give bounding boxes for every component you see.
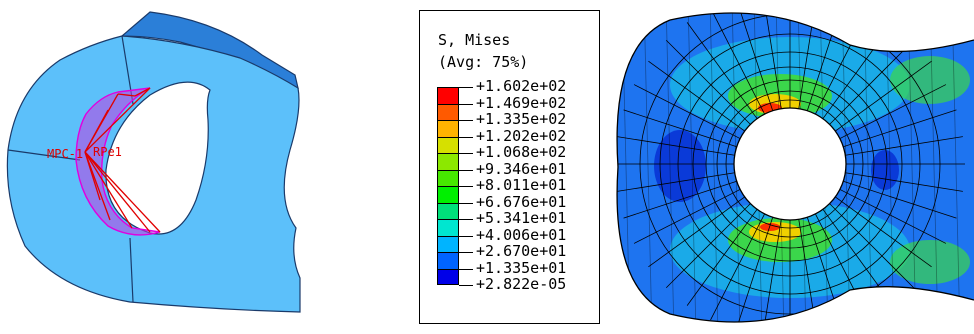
legend-subtitle: (Avg: 75%) xyxy=(438,53,529,71)
legend-value-label: +2.670e+01 xyxy=(476,242,567,260)
legend-swatch xyxy=(437,202,459,219)
legend-value-label: +1.068e+02 xyxy=(476,143,567,161)
legend-swatch xyxy=(437,169,459,186)
stress-contour-view[interactable] xyxy=(600,0,974,334)
legend-swatch xyxy=(437,120,459,137)
legend-swatch xyxy=(437,252,459,269)
legend-tick xyxy=(459,103,473,105)
legend-value-label: +1.335e+01 xyxy=(476,258,567,277)
legend-swatch xyxy=(437,103,459,120)
contour-legend: S, Mises (Avg: 75%) +1.602e+02+1.469e+02… xyxy=(419,10,600,324)
legend-swatch xyxy=(437,87,459,104)
mesh-lines xyxy=(617,12,974,323)
legend-tick xyxy=(459,153,473,154)
legend-tick xyxy=(459,186,473,187)
legend-value-label: +1.469e+02 xyxy=(476,93,567,112)
contour-mid-right xyxy=(890,56,970,104)
legend-tick xyxy=(459,219,473,220)
legend-value-label: +1.602e+02 xyxy=(476,77,567,95)
mpc-tie-lines xyxy=(84,87,161,233)
legend-color-bar xyxy=(437,87,459,285)
legend-swatch xyxy=(437,235,459,252)
legend-swatch xyxy=(437,268,459,285)
legend-value-label: +5.341e+01 xyxy=(476,209,567,227)
legend-tick xyxy=(459,252,473,253)
legend-tick xyxy=(459,87,473,88)
legend-tick xyxy=(459,120,473,121)
legend-value-label: +4.006e+01 xyxy=(476,225,567,244)
contour-low-left xyxy=(654,130,706,202)
partition-line xyxy=(129,237,134,303)
part-constraint-view[interactable]: MPC-1 RPe1 xyxy=(0,0,330,334)
legend-tick xyxy=(459,202,473,204)
legend-tick xyxy=(459,136,473,138)
mpc-label: MPC-1 xyxy=(47,147,83,161)
legend-value-label: +8.011e+01 xyxy=(476,176,567,194)
contour-peak-bottom xyxy=(760,223,780,231)
hole-edge xyxy=(733,107,847,221)
partition-line xyxy=(7,149,81,161)
legend-value-label: +1.335e+02 xyxy=(476,110,567,128)
legend-tick xyxy=(459,268,473,270)
legend-value-label: +1.202e+02 xyxy=(476,126,567,145)
legend-value-label: +2.822e-05 xyxy=(476,275,567,293)
legend-title: S, Mises xyxy=(438,31,511,49)
legend-tick xyxy=(459,169,473,171)
legend-swatch xyxy=(437,153,459,170)
part-main-face xyxy=(6,35,301,313)
legend-value-label: +9.346e+01 xyxy=(476,159,567,178)
legend-swatch xyxy=(437,186,459,203)
legend-tick xyxy=(459,235,473,237)
legend-swatch xyxy=(437,136,459,153)
part-outline xyxy=(616,12,974,323)
reference-point-label: RPe1 xyxy=(93,145,122,159)
legend-swatch xyxy=(437,219,459,236)
legend-tick xyxy=(459,285,473,286)
legend-value-label: +6.676e+01 xyxy=(476,192,567,211)
